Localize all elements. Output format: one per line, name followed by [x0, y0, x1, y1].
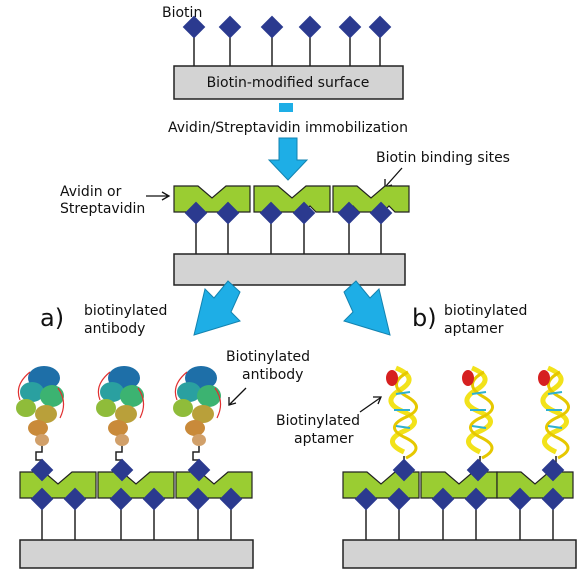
avidin-block — [19, 471, 97, 499]
aptamer-structure — [386, 365, 418, 460]
arrow-to-antibody — [193, 280, 241, 336]
aptamer-surface — [342, 539, 577, 569]
biotin-marker — [218, 15, 242, 39]
aptamer-label-line2: aptamer — [294, 431, 354, 447]
caption-b-line1: biotinylated — [444, 303, 527, 319]
biotin-marker — [298, 15, 322, 39]
avidin-block — [496, 471, 574, 499]
avidin-block — [97, 471, 175, 499]
surface-label: Biotin-modified surface — [207, 75, 370, 91]
caption-a-line2: antibody — [84, 321, 145, 337]
binding-sites-label: Biotin binding sites — [376, 150, 510, 166]
avidin-block — [173, 185, 251, 213]
antibody-surface — [19, 539, 254, 569]
bottom-right-stalks — [365, 500, 554, 540]
aptamer-structure — [538, 365, 570, 460]
middle-surface — [173, 253, 406, 286]
caption-a-line1: biotinylated — [84, 303, 167, 319]
antibody-structure — [96, 366, 145, 446]
arrow-to-aptamer — [343, 280, 391, 336]
biotin-marker — [338, 15, 362, 39]
immobilization-tab — [279, 103, 293, 112]
biotin-marker — [368, 15, 392, 39]
aptamer-pointer-arrow — [359, 396, 382, 413]
antibody-label-line1: Biotinylated — [226, 349, 310, 365]
aptamer-structure — [462, 365, 494, 460]
immobilization-label: Avidin/Streptavidin immobilization — [168, 120, 408, 136]
antibody-label-line2: antibody — [242, 367, 303, 383]
biotin-label: Biotin — [162, 5, 202, 21]
antibody-structure — [173, 366, 222, 446]
aptamer-label-line1: Biotinylated — [276, 413, 360, 429]
biotin-modified-surface — [173, 65, 404, 100]
bottom-left-stalks — [41, 500, 232, 540]
antibody-pointer-arrow — [228, 387, 247, 406]
avidin-block — [175, 471, 253, 499]
avidin-pointer-arrow — [146, 191, 171, 201]
marker-b: b) — [412, 304, 437, 332]
top-biotin-markers — [182, 15, 392, 39]
caption-b-line2: aptamer — [444, 321, 504, 337]
top-biotin-stalks — [193, 28, 381, 66]
down-arrow — [267, 137, 309, 181]
antibody-structure — [16, 366, 65, 446]
marker-a: a) — [40, 304, 64, 332]
binding-sites-pointer-arrow — [384, 167, 403, 188]
biotin-marker — [260, 15, 284, 39]
avidin-label-line1: Avidin or — [60, 184, 122, 200]
avidin-block — [420, 471, 498, 499]
avidin-label-line2: Streptavidin — [60, 201, 145, 217]
